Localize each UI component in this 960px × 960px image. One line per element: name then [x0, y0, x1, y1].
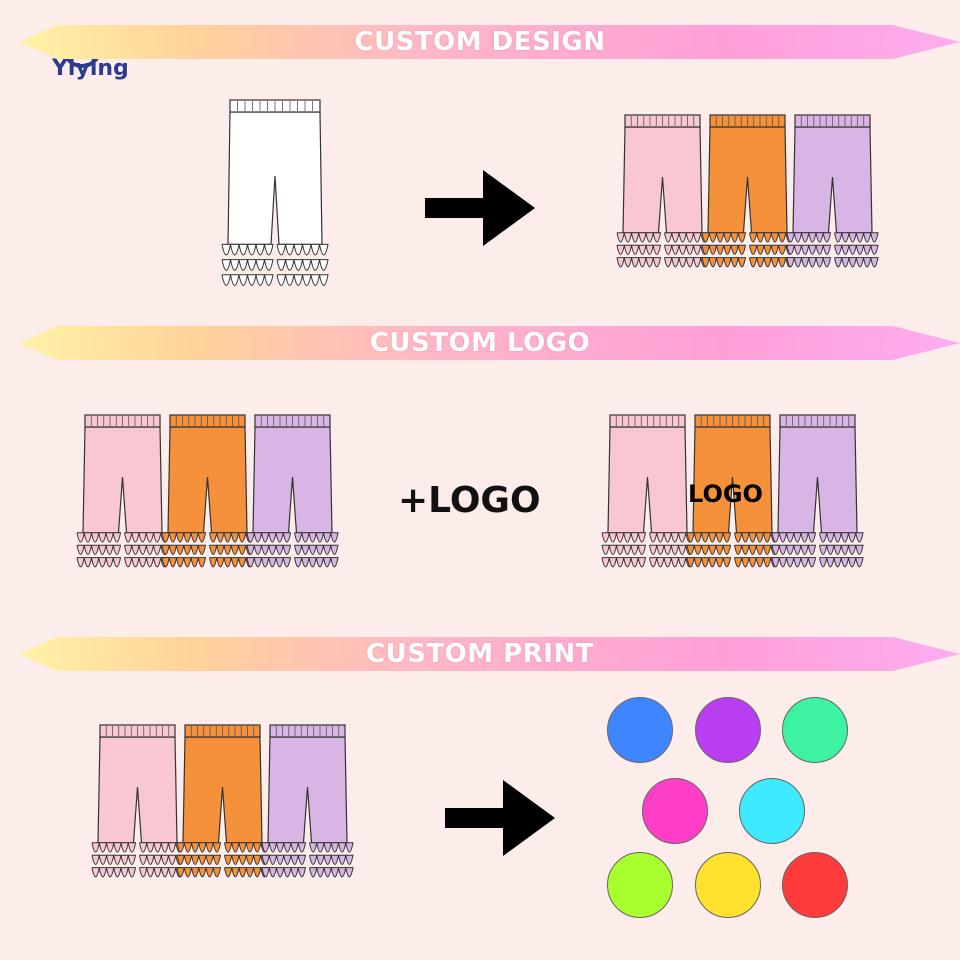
- section-title-logo: CUSTOM LOGO: [369, 328, 591, 358]
- pants-sketch-white: [221, 99, 329, 286]
- color-swatch: [607, 697, 673, 763]
- pant-drawing: [701, 114, 794, 268]
- pant-drawing: [771, 414, 864, 568]
- pants-set-colored: [616, 114, 879, 268]
- arrow-right-icon: [445, 780, 555, 856]
- section-banner-logo: CUSTOM LOGO: [19, 326, 960, 360]
- pant-drawing: [76, 414, 169, 568]
- color-swatch: [695, 697, 761, 763]
- section-title-design: CUSTOM DESIGN: [354, 27, 606, 57]
- brand-name: Yiying: [52, 56, 129, 81]
- color-swatch: [739, 778, 805, 844]
- color-swatch: [695, 852, 761, 918]
- pant-drawing: [686, 414, 779, 568]
- pant-drawing: [161, 414, 254, 568]
- pant-drawing: [246, 414, 339, 568]
- section-banner-print: CUSTOM PRINT: [19, 637, 960, 671]
- color-swatch: [607, 852, 673, 918]
- pants-set-plain: [76, 414, 339, 568]
- pant-drawing: [176, 724, 269, 878]
- pants-set-with-logo: [601, 414, 864, 568]
- color-swatch: [782, 697, 848, 763]
- section-banner-design: CUSTOM DESIGN: [19, 25, 960, 59]
- color-swatch: [642, 778, 708, 844]
- pant-drawing: [221, 99, 329, 286]
- pant-drawing: [261, 724, 354, 878]
- pant-drawing: [601, 414, 694, 568]
- pant-drawing: [786, 114, 879, 268]
- section-title-print: CUSTOM PRINT: [366, 639, 594, 669]
- arrow-right-icon: [425, 170, 535, 246]
- logo-mark: LOGO: [688, 480, 763, 508]
- color-swatch: [782, 852, 848, 918]
- pants-set-print: [91, 724, 354, 878]
- pant-drawing: [91, 724, 184, 878]
- plus-logo-label: +LOGO: [398, 480, 541, 521]
- pant-drawing: [616, 114, 709, 268]
